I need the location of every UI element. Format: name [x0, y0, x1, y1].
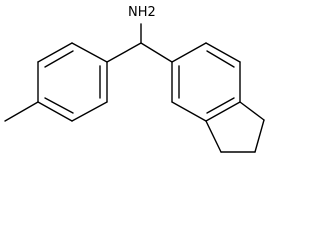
indane-bond-5 [171, 101, 207, 122]
indane-bond-1 [171, 42, 207, 63]
bond-c-tolyl [106, 42, 142, 63]
indane-bond-4 [205, 101, 241, 122]
tolyl-double-1 [44, 50, 74, 68]
cp-bond-2 [254, 119, 265, 153]
molecule-drawing: NH2 [4, 5, 265, 153]
indane-cyclopentane-ring [205, 101, 265, 153]
bond-c-indane [140, 42, 173, 63]
amine-label: NH2 [128, 5, 156, 20]
indane-aromatic-ring [171, 42, 241, 122]
bond-methyl [4, 101, 39, 122]
indane-double-2 [206, 97, 235, 114]
tolyl-bond-5 [71, 101, 108, 122]
tolyl-bond-1 [71, 42, 108, 63]
structure-canvas: NH2 [4, 5, 265, 153]
cp-bond-1 [239, 101, 265, 121]
tolyl-bond-4 [37, 101, 73, 122]
tolyl-ring [37, 42, 108, 122]
tolyl-bond-2 [37, 42, 73, 63]
indane-bond-2 [205, 42, 241, 63]
cp-bond-4 [205, 120, 222, 153]
indane-double-1 [206, 50, 235, 68]
tolyl-double-2 [44, 97, 74, 114]
